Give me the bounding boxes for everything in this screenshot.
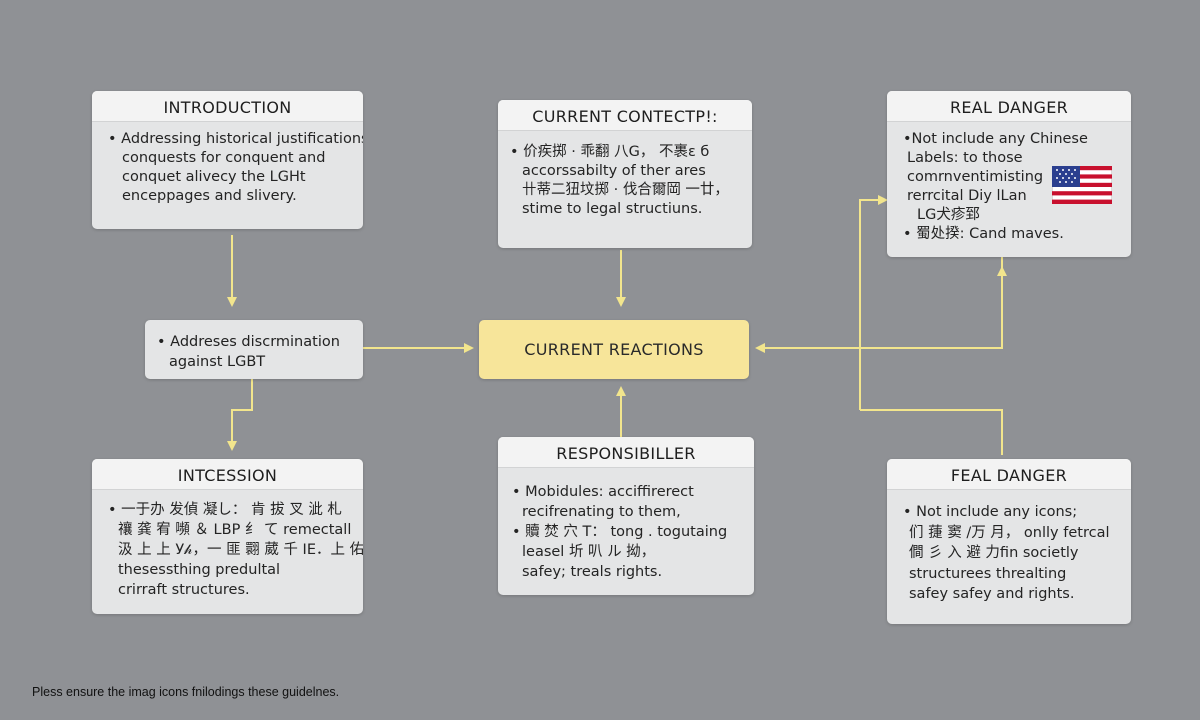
responsibiller-body: • Mobidules: acciffirerect recifrenating… — [498, 468, 754, 582]
current-context-line: • 价疾掷 · 乖翻 八G， 不裹ɛ б — [510, 144, 710, 160]
intcession-line: thesessthing predultal — [118, 562, 281, 578]
feal-danger-box: FEAL DANGER • Not include any icons; 们 蓵… — [887, 459, 1131, 624]
introduction-line: • Addressing historical justifications — [108, 131, 363, 147]
real-danger-line: comrnventimisting — [907, 169, 1044, 185]
feal-danger-line: • Not include any icons; — [903, 504, 1078, 520]
real-danger-title: REAL DANGER — [887, 91, 1131, 122]
current-context-line: stime to legal structiuns. — [522, 201, 703, 217]
arrow-discrimination-to-intcession — [227, 379, 253, 451]
feal-danger-body: • Not include any icons; 们 蓵 窦 /万 月， onl… — [887, 490, 1131, 605]
intcession-line: 禳 龚 宥 嚬 ＆ LBP 纟 て remectall — [118, 522, 352, 538]
real-danger-line: rerrcital Diy lLan — [907, 188, 1027, 204]
introduction-box: INTRODUCTION • Addressing historical jus… — [92, 91, 363, 229]
responsibiller-line: leasel 圻 叭 ル 拗， — [522, 544, 656, 560]
intcession-line: • 一于办 发偵 凝し： 肯 拔 叉 泚 札 — [108, 502, 342, 518]
footer-note: Pless ensure the imag icons fnilodings t… — [32, 685, 340, 699]
real-danger-line: •Not include any Chinese — [903, 131, 1088, 147]
responsibiller-line: • Mobidules: acciffirerect — [512, 484, 694, 500]
feal-danger-line: 们 蓵 窦 /万 月， onlly fetrcal — [909, 524, 1110, 541]
feal-danger-title: FEAL DANGER — [887, 459, 1131, 490]
responsibiller-line: recifrenating to them, — [522, 504, 681, 520]
current-context-box: CURRENT CONTECTP!: • 价疾掷 · 乖翻 八G， 不裹ɛ б … — [498, 100, 752, 248]
intcession-line: crirraft structures. — [118, 582, 250, 598]
intcession-title: INTCESSION — [92, 459, 363, 490]
responsibiller-line: safey; treals rights. — [522, 564, 663, 580]
arrow-feal-danger-link — [860, 409, 1003, 455]
real-danger-line: LG犬疹郅 — [917, 207, 980, 223]
real-danger-line: • 蜀处揆: Cand maves. — [903, 226, 1064, 242]
responsibiller-box: RESPONSIBILLER • Mobidules: acciffirerec… — [498, 437, 754, 595]
intcession-body: • 一于办 发偵 凝し： 肯 拔 叉 泚 札 禳 龚 宥 嚬 ＆ LBP 纟 て… — [92, 490, 363, 600]
intcession-line: 汲 上 上 У𝒽，一 匪 翾 葳 千 IE．上 佑， — [118, 542, 363, 558]
current-context-line: accorssabilty of ther ares — [522, 163, 706, 179]
responsibiller-line: • 贖 焚 穴 T： tong . togutaing — [512, 524, 728, 540]
current-context-title: CURRENT CONTECTP!: — [498, 100, 752, 131]
responsibiller-title: RESPONSIBILLER — [498, 437, 754, 468]
current-reactions-title: CURRENT REACTIONS — [524, 340, 704, 359]
real-danger-box: REAL DANGER •Not include any Chinese Lab… — [887, 91, 1131, 257]
real-danger-line: Labels: to those — [907, 150, 1023, 166]
introduction-line: conquests for conquent and — [122, 150, 326, 166]
real-danger-body: •Not include any Chinese Labels: to thos… — [887, 122, 1131, 244]
feal-danger-line: 僴 彡 入 避 力fin societly — [909, 545, 1079, 561]
feal-danger-line: safey safey and rights. — [909, 586, 1075, 602]
current-context-line: 卄蒂二狃坟掷 · 伐合爾岡 一廿， — [522, 182, 729, 198]
current-reactions-box: CURRENT REACTIONS — [479, 320, 749, 379]
introduction-line: conquet alivecy the LGHt — [122, 169, 306, 185]
discrimination-line: • Addreses discrmination — [157, 334, 340, 350]
discrimination-box: • Addreses discrmination against LGBT — [145, 320, 363, 379]
intcession-box: INTCESSION • 一于办 发偵 凝し： 肯 拔 叉 泚 札 禳 龚 宥 … — [92, 459, 363, 614]
introduction-line: enceppages and slivery. — [122, 188, 297, 204]
arrow-to-real-danger — [859, 195, 888, 410]
introduction-title: INTRODUCTION — [92, 91, 363, 122]
feal-danger-line: structurees threalting — [909, 565, 1067, 582]
us-flag-icon — [1052, 166, 1112, 204]
introduction-body: • Addressing historical justifications c… — [92, 122, 363, 206]
discrimination-line: against LGBT — [169, 354, 266, 370]
current-context-body: • 价疾掷 · 乖翻 八G， 不裹ɛ б accorssabilty of th… — [498, 131, 752, 219]
